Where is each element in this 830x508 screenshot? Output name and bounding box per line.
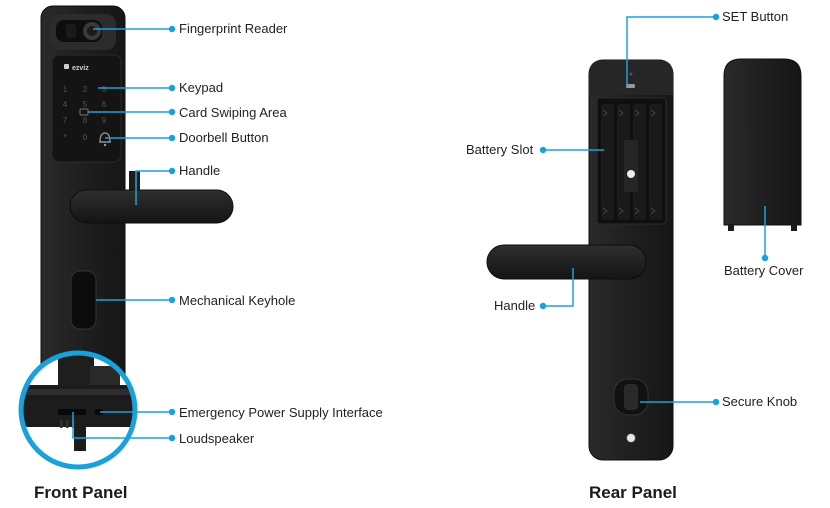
keypad-key: 8: [83, 116, 88, 125]
rear-handle: [487, 245, 648, 279]
set-button-label: SET Button: [722, 9, 788, 25]
front-panel-title: Front Panel: [34, 483, 128, 503]
battery-cover: [724, 59, 801, 231]
ezviz-logo: ezviz: [72, 65, 89, 72]
keypad-key: 1: [63, 85, 68, 94]
keypad-label: Keypad: [179, 80, 223, 96]
keypad-key: 5: [83, 100, 88, 109]
card-swiping-area-label: Card Swiping Area: [179, 105, 287, 121]
fingerprint-reader-label: Fingerprint Reader: [179, 21, 287, 37]
fingerprint-reader-module: [50, 14, 116, 50]
keypad-key: 3: [102, 85, 107, 94]
keypad-key: 9: [102, 116, 107, 125]
keypad-key: 0: [83, 133, 88, 142]
doorbell-button-label: Doorbell Button: [179, 130, 269, 146]
battery-slot-label: Battery Slot: [466, 142, 533, 158]
mechanical-keyhole: [71, 271, 96, 329]
keypad-key: 7: [63, 116, 68, 125]
emergency-power-label: Emergency Power Supply Interface: [179, 405, 383, 421]
keypad-key: 6: [102, 100, 107, 109]
rear-handle-label: Handle: [494, 298, 535, 314]
keypad-key: 4: [63, 100, 68, 109]
rear-panel-title: Rear Panel: [589, 483, 677, 503]
battery-cover-label: Battery Cover: [724, 263, 803, 279]
keypad-key: 2: [83, 85, 88, 94]
front-handle-label: Handle: [179, 163, 220, 179]
secure-knob-label: Secure Knob: [722, 394, 797, 410]
keypad-key: *: [63, 133, 66, 142]
battery-compartment: [597, 98, 666, 224]
loudspeaker-label: Loudspeaker: [179, 431, 254, 447]
mechanical-keyhole-label: Mechanical Keyhole: [179, 293, 295, 309]
ezviz-logo-mark: [64, 64, 69, 69]
